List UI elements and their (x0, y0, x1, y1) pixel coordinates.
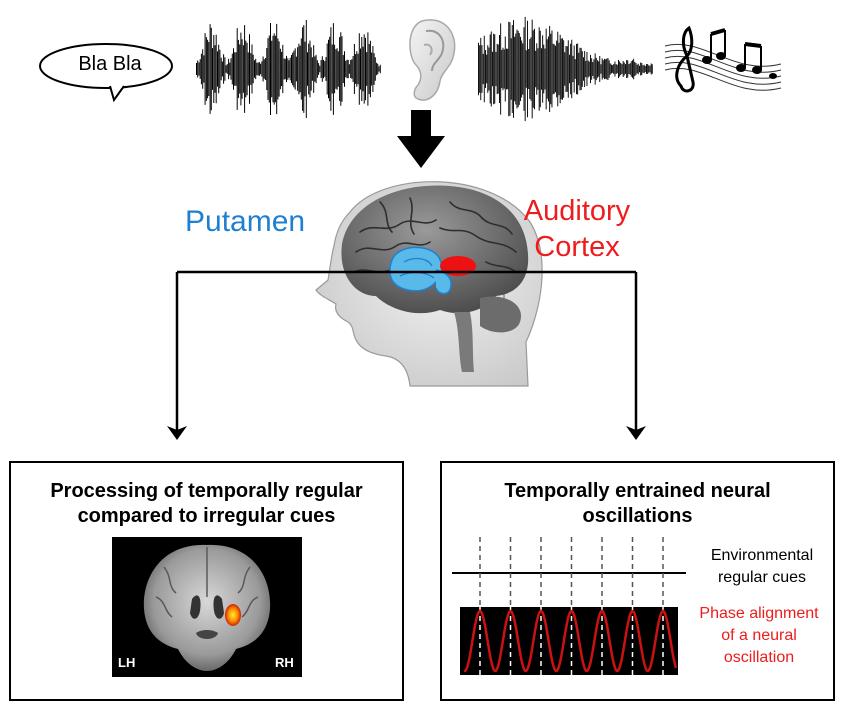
speech-bubble-icon (39, 43, 173, 103)
left-panel-title-line1: Processing of temporally regular (50, 480, 363, 502)
putamen-label: Putamen (185, 205, 306, 238)
auditory-cortex-label-line1: Auditory (523, 195, 631, 227)
right-hemisphere-label: RH (275, 655, 294, 670)
environmental-cues-label: Environmental regular cues (688, 545, 836, 589)
phase-alignment-label: Phase alignment of a neural oscillation (682, 603, 836, 669)
ear-icon (409, 19, 456, 101)
right-panel-title-line1: Temporally entrained neural (504, 480, 771, 502)
regular-cue-processing-panel: Processing of temporally regular compare… (9, 461, 404, 701)
music-waveform-icon (478, 16, 653, 122)
brain-head-icon (315, 181, 543, 387)
right-panel-title: Temporally entrained neural oscillations (442, 479, 833, 529)
down-arrow-icon (397, 110, 445, 168)
environmental-cues-label-line1: Environmental (710, 547, 814, 564)
speech-bubble-text: Bla Bla (78, 53, 142, 75)
phase-alignment-label-line2: of a neural (721, 627, 797, 644)
left-panel-title: Processing of temporally regular compare… (11, 479, 402, 529)
coronal-mri-icon (112, 537, 302, 677)
music-notes-icon (664, 25, 782, 93)
neural-oscillation-wave (463, 609, 678, 673)
left-hemisphere-label: LH (118, 655, 136, 670)
left-panel-title-line2: compared to irregular cues (77, 505, 336, 527)
neural-oscillation-panel: Temporally entrained neural oscillations… (440, 461, 835, 701)
speech-waveform-icon (196, 20, 381, 118)
auditory-cortex-label: Auditory Cortex (514, 193, 640, 265)
right-panel-title-line2: oscillations (582, 505, 693, 527)
phase-alignment-label-line1: Phase alignment (699, 605, 819, 622)
oscillation-diagram (452, 537, 686, 681)
phase-alignment-label-line3: oscillation (723, 649, 795, 666)
environmental-cues-label-line2: regular cues (717, 569, 807, 586)
auditory-cortex-label-line2: Cortex (534, 231, 620, 263)
